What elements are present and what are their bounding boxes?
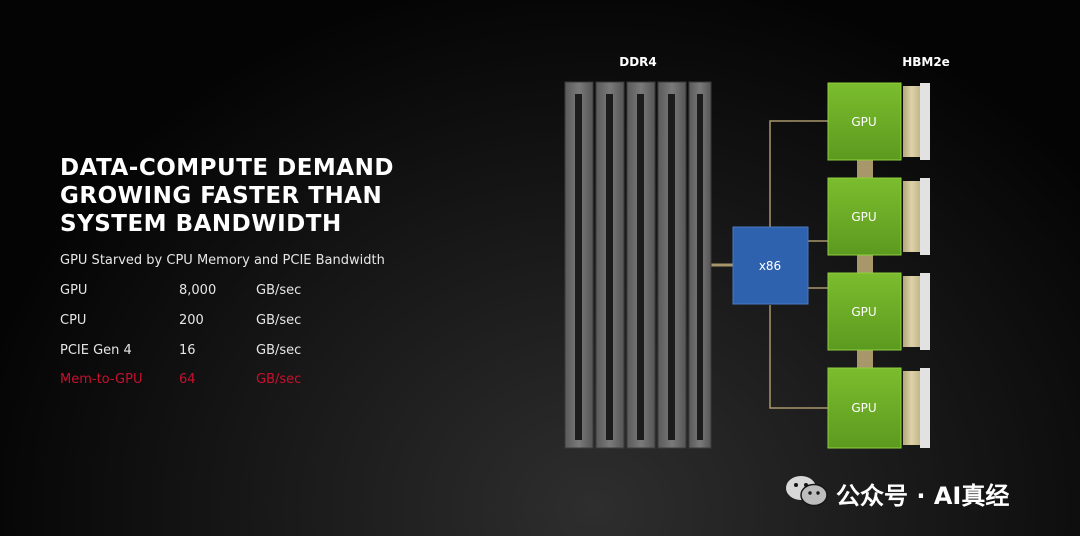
ddr-label: DDR4 bbox=[619, 55, 657, 69]
ddr-module bbox=[657, 81, 687, 449]
gpu-label: GPU bbox=[851, 401, 876, 415]
gpu-label: GPU bbox=[851, 305, 876, 319]
bandwidth-unit: GB/sec bbox=[256, 343, 302, 358]
hbm-edge bbox=[920, 83, 930, 160]
headline-line-3: SYSTEM BANDWIDTH bbox=[60, 211, 342, 237]
nvlink-bridge bbox=[857, 350, 873, 368]
nvlink-bridge bbox=[857, 255, 873, 273]
gpu-node: GPU bbox=[827, 367, 930, 449]
gpu-node: GPU bbox=[827, 82, 930, 161]
bandwidth-value: 64 bbox=[179, 372, 196, 387]
ddr-module bbox=[688, 81, 712, 449]
hbm-edge bbox=[920, 178, 930, 255]
ddr-module bbox=[564, 81, 594, 449]
hbm-stack bbox=[903, 181, 920, 252]
bandwidth-value: 8,000 bbox=[179, 283, 217, 298]
ddr-module bbox=[595, 81, 625, 449]
hbm-edge bbox=[920, 273, 930, 350]
wechat-icon bbox=[786, 476, 828, 507]
bandwidth-unit: GB/sec bbox=[256, 283, 302, 298]
hbm-stack bbox=[903, 276, 920, 347]
cpu-to-gpu-wire-bottom bbox=[769, 305, 828, 409]
nvlink-bridge bbox=[857, 160, 873, 178]
gpu-label: GPU bbox=[851, 115, 876, 129]
x86-cpu bbox=[732, 226, 809, 305]
hbm-label: HBM2e bbox=[902, 55, 950, 69]
bandwidth-unit: GB/sec bbox=[256, 372, 302, 387]
hbm-stack bbox=[903, 86, 920, 157]
hbm-edge bbox=[920, 368, 930, 448]
bandwidth-name: Mem-to-GPU bbox=[60, 372, 143, 387]
bandwidth-value: 200 bbox=[179, 313, 204, 328]
watermark-text: 公众号 · AI真经 bbox=[836, 482, 1010, 510]
gpu-node: GPU bbox=[827, 177, 930, 256]
gpu-node: GPU bbox=[827, 272, 930, 351]
cpu-label: x86 bbox=[759, 259, 781, 273]
hbm-stack bbox=[903, 371, 920, 445]
ddr-to-cpu-wire bbox=[706, 88, 733, 267]
bandwidth-name: CPU bbox=[60, 313, 87, 328]
subtitle: GPU Starved by CPU Memory and PCIE Bandw… bbox=[60, 253, 385, 268]
bandwidth-name: PCIE Gen 4 bbox=[60, 343, 132, 358]
headline-line-1: DATA-COMPUTE DEMAND bbox=[60, 155, 394, 181]
headline-line-2: GROWING FASTER THAN bbox=[60, 183, 383, 209]
bandwidth-name: GPU bbox=[60, 283, 88, 298]
bandwidth-unit: GB/sec bbox=[256, 313, 302, 328]
headline: DATA-COMPUTE DEMAND GROWING FASTER THAN … bbox=[60, 154, 440, 238]
gpu-label: GPU bbox=[851, 210, 876, 224]
ddr-module bbox=[626, 81, 656, 449]
bandwidth-value: 16 bbox=[179, 343, 196, 358]
cpu-to-gpu-wire-top bbox=[769, 120, 828, 227]
